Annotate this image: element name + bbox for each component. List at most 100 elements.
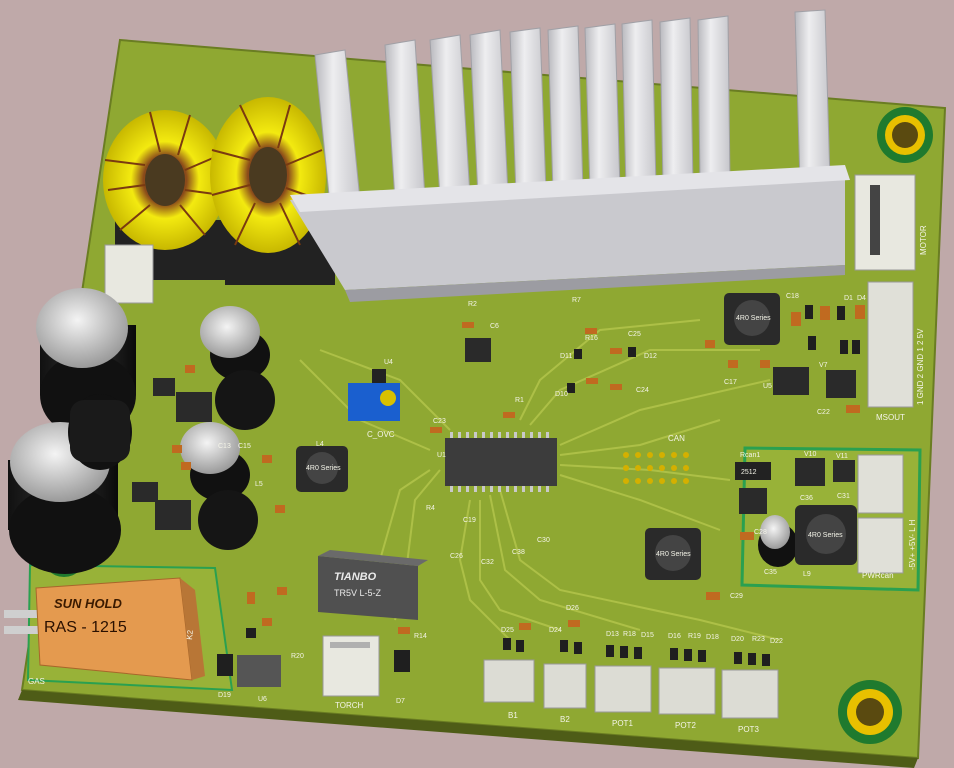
trimpot-label: C_OVC: [367, 430, 395, 439]
refdes: D13: [606, 631, 619, 638]
trimpot-c-ovc: [348, 369, 400, 421]
refdes: D15: [641, 632, 654, 639]
refdes: C26: [450, 553, 463, 560]
refdes: C13: [218, 443, 231, 450]
refdes: R2: [468, 301, 477, 308]
dcdc-module: TIANBO TR5V L-5-Z: [318, 550, 428, 620]
electrolytic-capacitor: [180, 422, 250, 501]
copper-traces: [299, 319, 781, 641]
pot1-connector: [594, 665, 652, 713]
power-inductor: [198, 490, 258, 550]
smd-inductor: 4R0 Series: [724, 293, 780, 345]
b1-connector: [483, 659, 535, 703]
smd-passives: [172, 305, 865, 676]
relay-brand: SUN HOLD: [54, 596, 123, 611]
pot2-label: POT2: [675, 721, 696, 730]
ic-u5: [773, 367, 809, 395]
relay-refdes: K2: [185, 629, 195, 640]
mosfet: [155, 500, 191, 530]
dcdc-brand: TIANBO: [334, 571, 377, 583]
electrolytic-capacitor: [8, 422, 121, 574]
refdes: Rcan1: [740, 452, 760, 459]
refdes: R4: [426, 505, 435, 512]
b2-label: B2: [560, 715, 570, 724]
refdes: C15: [238, 443, 251, 450]
refdes: D4: [857, 295, 866, 302]
refdes: C29: [730, 593, 743, 600]
torch-connector: [322, 635, 380, 697]
pot3-connector: [721, 669, 779, 719]
refdes: D11: [560, 353, 572, 360]
b1-label: B1: [508, 711, 518, 720]
refdes: D7: [396, 698, 405, 705]
refdes: D22: [770, 638, 783, 645]
msout-label: MSOUT: [876, 413, 905, 422]
refdes: U4: [384, 359, 393, 366]
refdes: C19: [463, 517, 476, 524]
refdes: C31: [837, 493, 850, 500]
resistor-marking: 2512: [741, 469, 757, 476]
dcdc-model: TR5V L-5-Z: [334, 588, 382, 598]
refdes: U5: [763, 383, 772, 390]
power-inductor: [215, 370, 275, 430]
mounting-hole: [877, 107, 933, 163]
refdes: R7: [572, 297, 581, 304]
refdes-labels: U1 U6 U5 V7 V10 V11 C35 L9 C29 C22 C17 C…: [218, 293, 866, 705]
inductor-marking: 4R0 Series: [736, 315, 771, 322]
mosfet: [176, 392, 212, 422]
refdes: R1: [515, 397, 524, 404]
refdes: V11: [836, 453, 848, 460]
smd-inductor: 4R0 Series: [645, 528, 701, 580]
refdes: U6: [258, 696, 267, 703]
refdes: R23: [752, 636, 765, 643]
heatsink: [290, 9, 850, 302]
refdes: L4: [316, 441, 324, 448]
refdes: C30: [537, 537, 550, 544]
refdes: C35: [764, 569, 777, 576]
pot1-label: POT1: [612, 719, 633, 728]
refdes: D26: [566, 605, 579, 612]
gas-label: GAS: [28, 677, 45, 686]
refdes: R14: [414, 633, 427, 640]
mosfet: [739, 488, 767, 514]
refdes: R20: [291, 653, 304, 660]
refdes: R16: [585, 335, 598, 342]
inductor-marking: 4R0 Series: [808, 532, 843, 539]
electrolytic-capacitor: [200, 306, 270, 381]
smd-inductor: 4R0 Series: [296, 446, 348, 492]
refdes: C18: [786, 293, 799, 300]
electrolytic-capacitor: [758, 515, 798, 567]
main-ic-u1: [445, 432, 557, 492]
relay-model: RAS - 1215: [44, 619, 127, 636]
ic-v7: [826, 370, 856, 398]
refdes: V7: [819, 362, 828, 369]
refdes: R18: [623, 631, 636, 638]
motor-connector: [854, 174, 916, 271]
refdes: V10: [804, 451, 817, 458]
refdes: D20: [731, 636, 744, 643]
toroid-inductor: [210, 97, 335, 285]
refdes: D25: [501, 627, 514, 634]
msout-connector: [867, 281, 914, 408]
relay-k2: SUN HOLD RAS - 1215: [4, 577, 205, 681]
refdes: C25: [628, 331, 641, 338]
refdes: C17: [724, 379, 737, 386]
pwrcan-label: PWRcan: [862, 571, 894, 580]
refdes: D18: [706, 634, 719, 641]
refdes: D12: [644, 353, 657, 360]
b2-connector: [543, 663, 587, 709]
power-inductor: [68, 394, 132, 470]
mounting-hole: [838, 680, 902, 744]
connector-header: [104, 244, 154, 304]
ic-u4: [465, 338, 491, 362]
msout-pin-labels: 1 GND 2 GND 1 2 5V: [916, 328, 925, 405]
refdes: D24: [549, 627, 562, 634]
refdes: C38: [512, 549, 525, 556]
refdes: D10: [555, 391, 568, 398]
resistor-rcan1: 2512: [735, 462, 771, 480]
can-pin-header: [623, 452, 689, 484]
ic-u6: [237, 655, 281, 687]
motor-label: MOTOR: [919, 225, 928, 255]
can-header-label: CAN: [668, 434, 685, 443]
